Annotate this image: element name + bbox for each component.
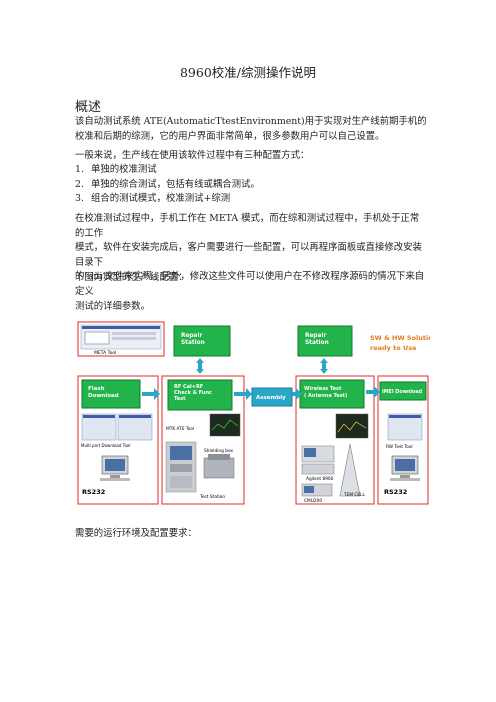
agilent-label: Agilent 8960 bbox=[306, 476, 334, 482]
wireless-test-label: Wireless Test( Antenna Test) bbox=[304, 386, 347, 399]
intro-paragraph: 该自动测试系统 ATE(AutomaticTtestEnvironment)用于… bbox=[75, 115, 427, 144]
intro-line-1: 该自动测试系统 ATE(AutomaticTtestEnvironment)用于… bbox=[75, 116, 427, 127]
config-intro: 一般来说，生产线在使用该软件过程中有三种配置方式： bbox=[75, 150, 310, 161]
tem-cell-image bbox=[339, 443, 361, 497]
assembly-box bbox=[251, 387, 293, 407]
flow-arrows bbox=[142, 386, 380, 400]
repair-station-1-label: Repair Station bbox=[181, 333, 205, 346]
shielding-box-image bbox=[203, 454, 235, 479]
rs232-left-label: RS232 bbox=[82, 488, 105, 496]
list-item: 3.组合的测试模式，校准测试+综测 bbox=[75, 193, 231, 205]
imei-screenshot bbox=[387, 413, 423, 441]
mtk-ate-tool-label: MTK ATE Tool bbox=[166, 426, 194, 432]
repair-line: Repair bbox=[181, 333, 202, 339]
flash-download-box bbox=[81, 379, 141, 409]
meta-line-3: 的‘.ini’文件来实现。另外，修改这些文件可以使用户在不修改程序源码的情况下来… bbox=[75, 271, 425, 297]
computer-icon bbox=[100, 455, 130, 481]
rs232-right-label: RS232 bbox=[384, 488, 407, 496]
section-heading: 概述 bbox=[75, 100, 102, 115]
wireless-test-box bbox=[299, 379, 365, 409]
requirements-caption: 需要的运行环境及配置要求： bbox=[75, 528, 197, 539]
repair-station-2-box bbox=[297, 325, 353, 357]
sw-hw-solution-line2: ready to Use bbox=[370, 344, 417, 352]
flash-screenshot bbox=[81, 413, 117, 441]
repair-station-2-label: Repair Station bbox=[305, 333, 329, 346]
tem-cell-label: TEM CELL bbox=[343, 492, 366, 498]
imei-download-box bbox=[379, 381, 427, 401]
cmu200-label: CMU200 bbox=[304, 498, 322, 504]
config-list: 1.单独的校准测试 2.单独的综合测试，包括有线或耦合测试。 3.组合的测试模式… bbox=[75, 163, 260, 207]
rw-test-tool-label: RW Test Tool bbox=[386, 444, 413, 450]
intro-line-2: 校准和后期的综测，它的用户界面非常简单，很多参数用户可以自己设置。 bbox=[75, 130, 385, 142]
meta-line-2: 模式，软件在安装完成后，客户需要进行一些配置，可以再程序面板或直接修改安装目录下 bbox=[75, 242, 422, 268]
rf-cal-box bbox=[167, 379, 233, 411]
assembly-label: Assembly bbox=[256, 395, 286, 401]
computer-icon bbox=[390, 455, 420, 481]
shielding-box-label: Shielding box bbox=[204, 448, 233, 454]
meta-paragraph: 在校准测试过程中，手机工作在 META 模式，而在综和测试过程中，手机处于正常的… bbox=[75, 212, 427, 314]
test-station-image bbox=[165, 441, 197, 493]
agilent-8960-image bbox=[301, 445, 335, 475]
mtk-screenshot bbox=[209, 413, 241, 437]
page-title: 8960校准/综测操作说明 bbox=[179, 65, 317, 80]
meta-tool-label: META Tool bbox=[94, 350, 116, 356]
production-line-figure: META Tool Repair Station Repair Station … bbox=[77, 321, 430, 505]
meta-line-4: 测试的详细参数。 bbox=[75, 300, 151, 312]
list-item: 2.单独的综合测试，包括有线或耦合测试。 bbox=[75, 178, 260, 190]
meta-line-1: 在校准测试过程中，手机工作在 META 模式，而在综和测试过程中，手机处于正常的… bbox=[75, 213, 420, 239]
repair-line: Station bbox=[181, 340, 205, 346]
imei-download-label: IMEI Download bbox=[382, 389, 423, 395]
repair-station-1-box bbox=[173, 325, 231, 357]
sw-hw-solution-line1: SW & HW Solution bbox=[370, 334, 430, 342]
multiport-tool-label: Multi port Download Tool bbox=[81, 443, 130, 448]
figure-caption: 下图为典型的生产线配置： bbox=[75, 272, 188, 283]
list-item: 1.单独的校准测试 bbox=[75, 164, 157, 175]
updown-arrow bbox=[196, 358, 328, 374]
cmu200-image bbox=[301, 483, 333, 497]
test-station-label: Test Station bbox=[199, 494, 225, 500]
